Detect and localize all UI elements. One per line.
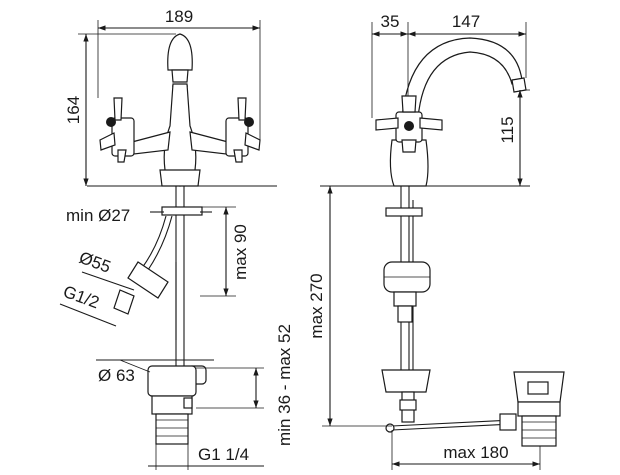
front-waste-top — [147, 365, 197, 397]
side-handle-top — [401, 95, 417, 113]
front-left-arm — [131, 131, 171, 155]
side-fixing-nut — [385, 207, 423, 217]
front-left-valve-cap — [106, 117, 116, 127]
side-diverter-outlet — [393, 291, 417, 307]
front-right-valve-cap — [244, 117, 254, 127]
dim-side-35: 35 — [381, 12, 400, 31]
front-right-handle-top — [237, 97, 247, 121]
dim-side-147: 147 — [452, 12, 480, 31]
side-waste-connector — [499, 413, 517, 431]
front-waste-tail — [155, 413, 189, 445]
dim-front-width: 189 — [165, 7, 193, 26]
front-left-handle-top — [113, 97, 123, 121]
dim-range-36-52: min 36 - max 52 — [275, 324, 294, 446]
side-body — [389, 139, 429, 187]
side-handle-left — [375, 117, 399, 131]
side-handle-bottom — [401, 139, 417, 153]
front-fixing-nut — [161, 206, 203, 216]
dim-thread-g114: G1 1/4 — [198, 445, 249, 464]
front-left-handle-side — [99, 132, 116, 151]
front-view — [87, 33, 277, 445]
side-dimensions: 35 147 115 max 270 max 180 — [307, 12, 541, 470]
front-spout-neck — [171, 69, 189, 83]
dim-min-diameter: min Ø27 — [66, 206, 130, 225]
side-valve-cap — [404, 121, 414, 131]
front-base — [159, 169, 201, 187]
side-waste-slot — [527, 381, 549, 395]
front-flex-hose — [147, 215, 173, 271]
dim-max-180: max 180 — [443, 443, 508, 462]
side-waste-flange — [381, 369, 431, 393]
side-waste-body — [517, 401, 561, 417]
dim-thread-g12: G1/2 — [61, 282, 102, 312]
dim-max-270: max 270 — [307, 273, 326, 338]
front-right-handle-side — [244, 132, 261, 151]
side-waste-tail — [521, 415, 557, 447]
side-aerator — [511, 77, 527, 93]
dim-front-height: 164 — [64, 96, 83, 124]
side-view — [320, 37, 565, 447]
front-spout — [167, 33, 193, 71]
side-handle-right — [419, 117, 443, 131]
front-right-arm — [189, 131, 229, 155]
front-inlet-g12 — [113, 289, 135, 315]
side-drain-rod — [391, 419, 513, 427]
dim-side-115: 115 — [498, 116, 517, 143]
dim-max-90: max 90 — [231, 224, 250, 280]
side-spout — [401, 37, 523, 119]
dim-diameter-63: Ø 63 — [98, 366, 135, 385]
front-diverter — [127, 261, 169, 299]
